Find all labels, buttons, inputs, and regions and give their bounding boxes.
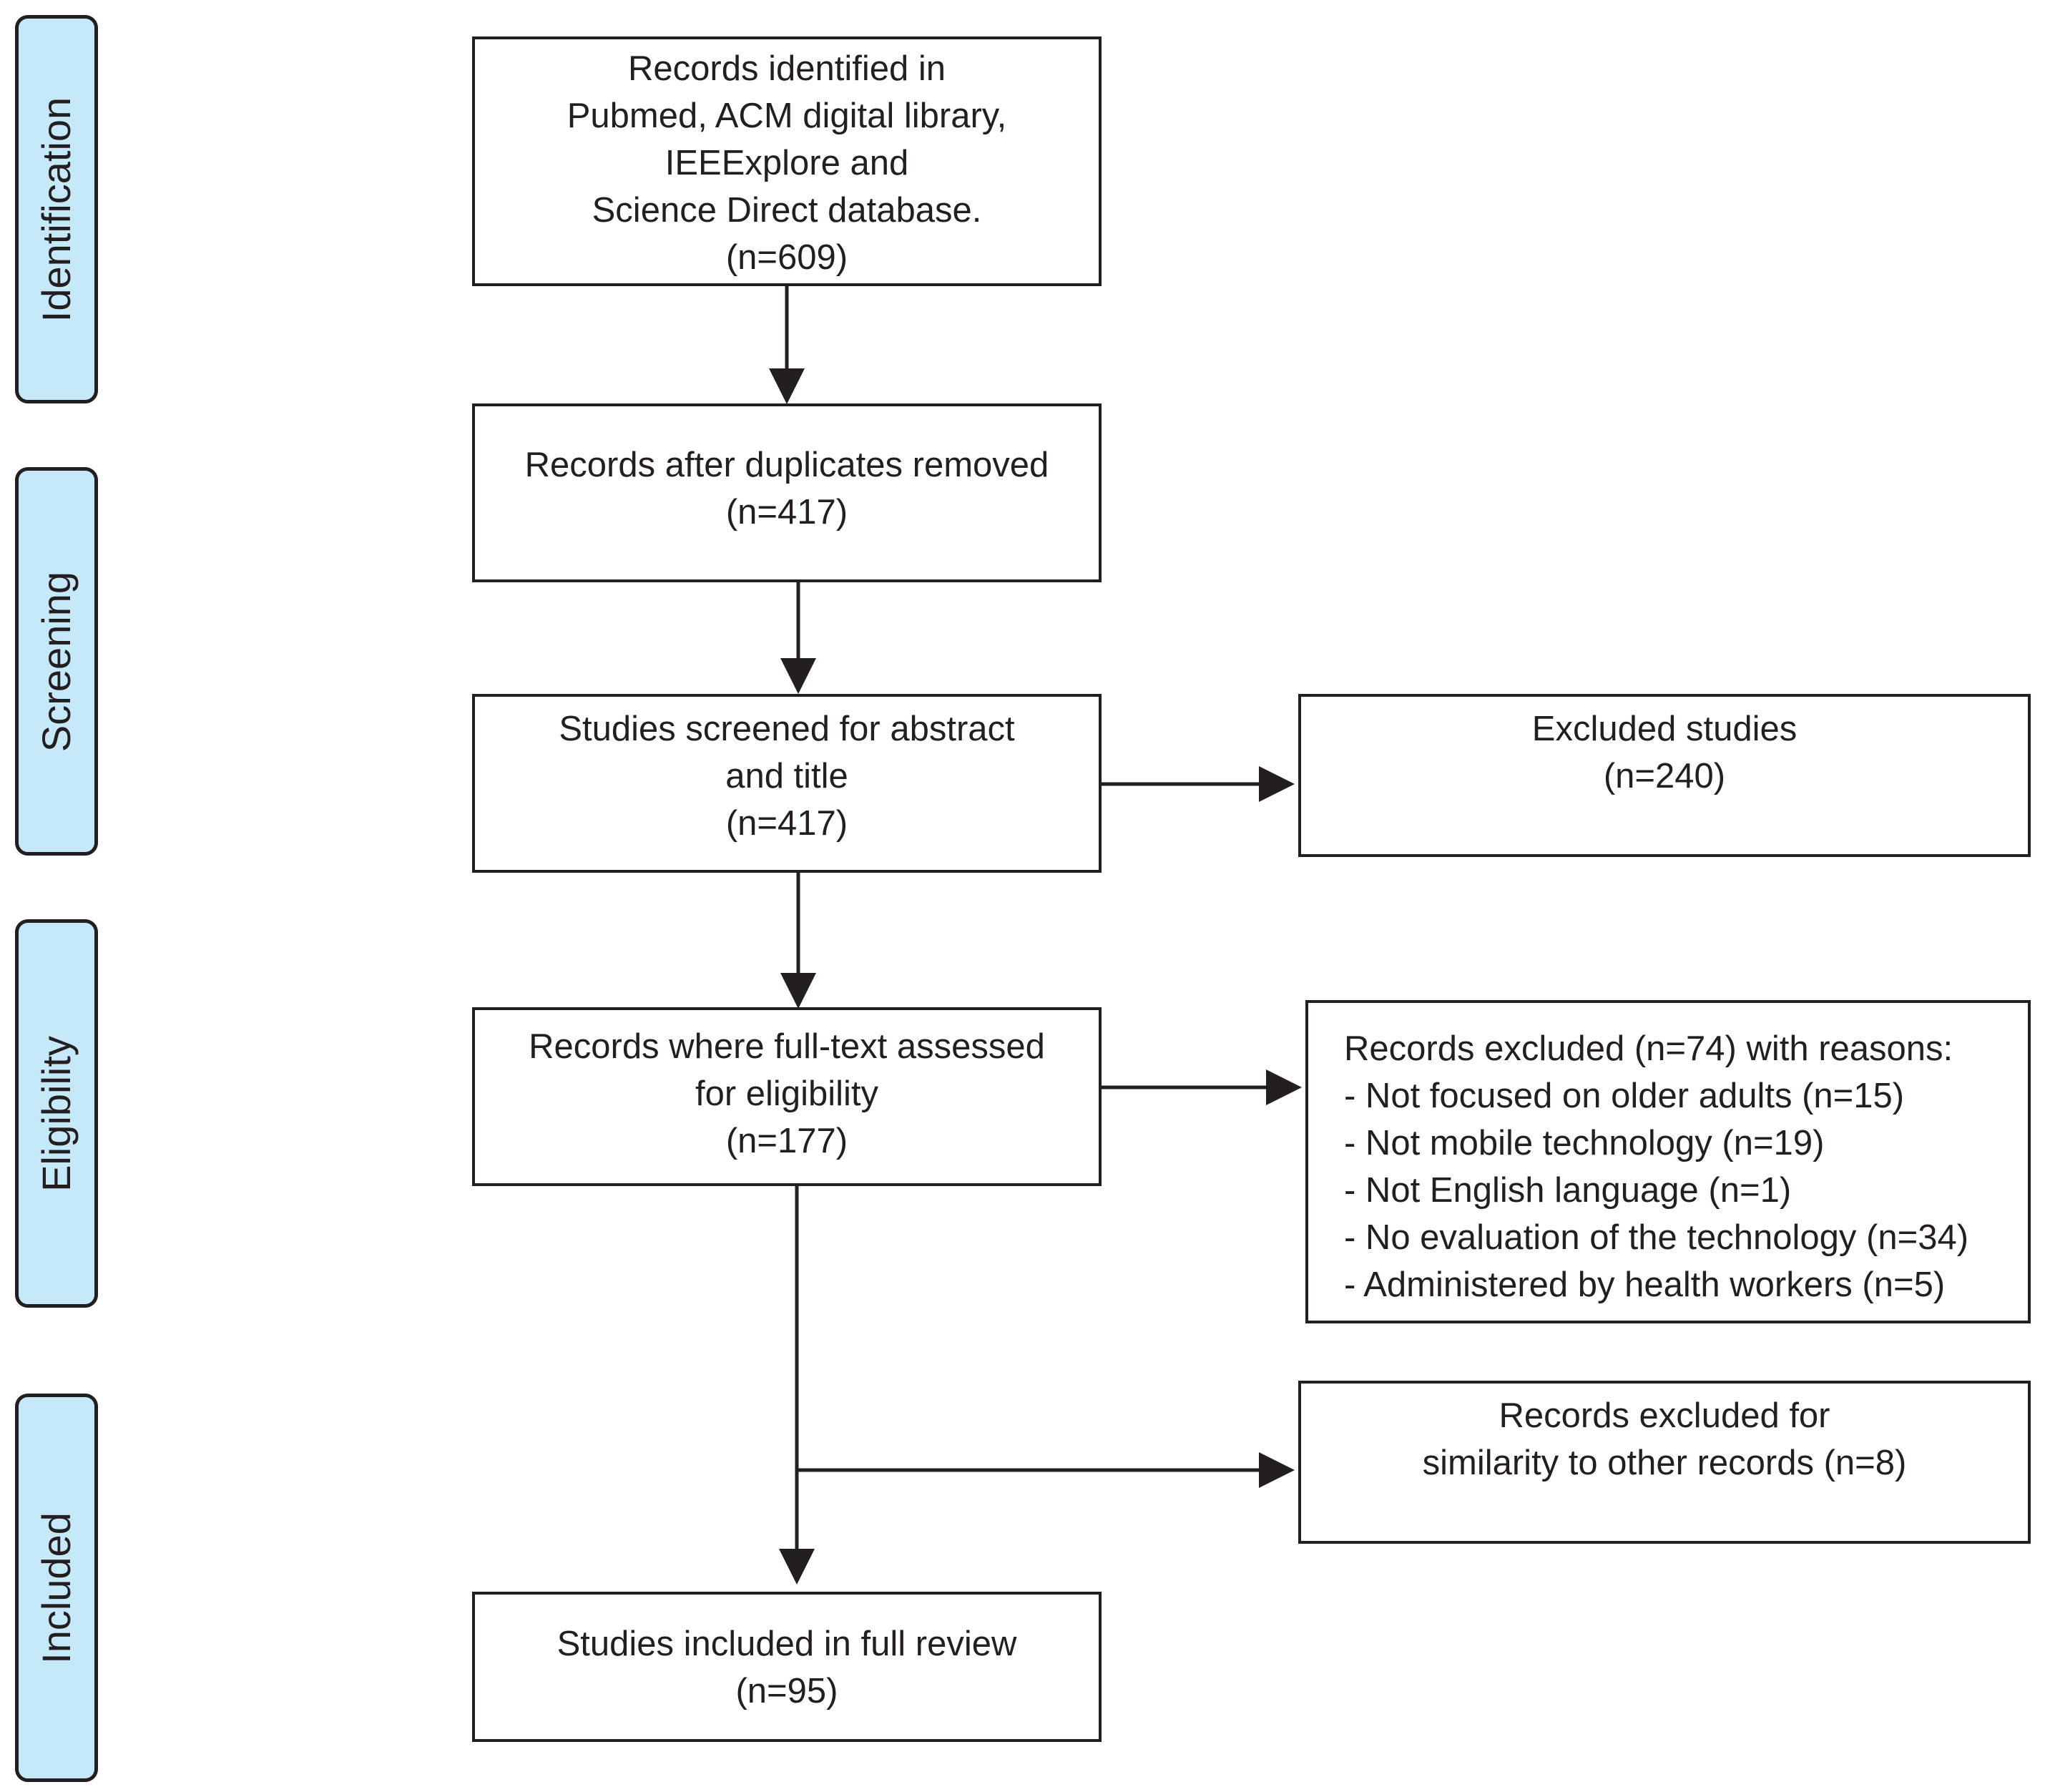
excluded-reason-item: - Not mobile technology (n=19) — [1344, 1124, 1825, 1162]
excluded-reason-item: - No evaluation of the technology (n=34) — [1344, 1218, 1969, 1257]
box-excluded-studies-line: Excluded studies — [1531, 710, 1798, 748]
box-excluded-similarity-line: Records excluded for — [1499, 1396, 1830, 1435]
stage-identification: Identification — [15, 15, 98, 403]
box-excluded-studies-count: (n=240) — [1603, 757, 1726, 795]
box-studies-included-count: (n=95) — [735, 1672, 838, 1710]
box-studies-included-line: Studies included in full review — [556, 1625, 1017, 1663]
box-full-text-line: Records where full-text assessed — [529, 1027, 1045, 1066]
box-studies-included: Studies included in full review (n=95) — [472, 1592, 1102, 1742]
box-studies-screened: Studies screened for abstract and title … — [472, 694, 1102, 873]
excluded-reason-item: - Not focused on older adults (n=15) — [1344, 1077, 1905, 1115]
box-full-text-line: for eligibility — [695, 1074, 878, 1113]
box-records-identified: Records identified in Pubmed, ACM digita… — [472, 36, 1102, 286]
box-records-excluded-reasons: Records excluded (n=74) with reasons: - … — [1305, 1000, 2031, 1323]
box-after-duplicates-count: (n=417) — [725, 493, 848, 532]
box-records-identified-line: IEEExplore and — [664, 144, 909, 182]
box-full-text-assessed: Records where full-text assessed for eli… — [472, 1007, 1102, 1186]
excluded-reason-item: - Administered by health workers (n=5) — [1344, 1265, 1946, 1304]
box-after-duplicates: Records after duplicates removed (n=417) — [472, 403, 1102, 582]
box-excluded-similarity-line: similarity to other records (n=8) — [1422, 1444, 1907, 1482]
box-full-text-count: (n=177) — [725, 1122, 848, 1160]
stage-eligibility: Eligibility — [15, 919, 98, 1308]
box-records-identified-count: (n=609) — [725, 238, 848, 277]
stage-included: Included — [15, 1394, 98, 1782]
box-studies-screened-line: Studies screened for abstract — [559, 710, 1015, 748]
box-after-duplicates-line: Records after duplicates removed — [524, 446, 1049, 484]
box-studies-screened-count: (n=417) — [725, 804, 848, 843]
box-excluded-similarity: Records excluded for similarity to other… — [1298, 1381, 2031, 1544]
box-records-identified-line: Science Direct database. — [592, 191, 982, 230]
box-studies-screened-line: and title — [725, 757, 848, 795]
box-records-identified-line: Records identified in — [628, 49, 946, 88]
stage-screening: Screening — [15, 467, 98, 856]
box-records-identified-line: Pubmed, ACM digital library, — [567, 97, 1007, 135]
excluded-reasons-heading: Records excluded (n=74) with reasons: — [1344, 1029, 1953, 1068]
excluded-reason-item: - Not English language (n=1) — [1344, 1171, 1792, 1210]
box-excluded-studies: Excluded studies (n=240) — [1298, 694, 2031, 857]
